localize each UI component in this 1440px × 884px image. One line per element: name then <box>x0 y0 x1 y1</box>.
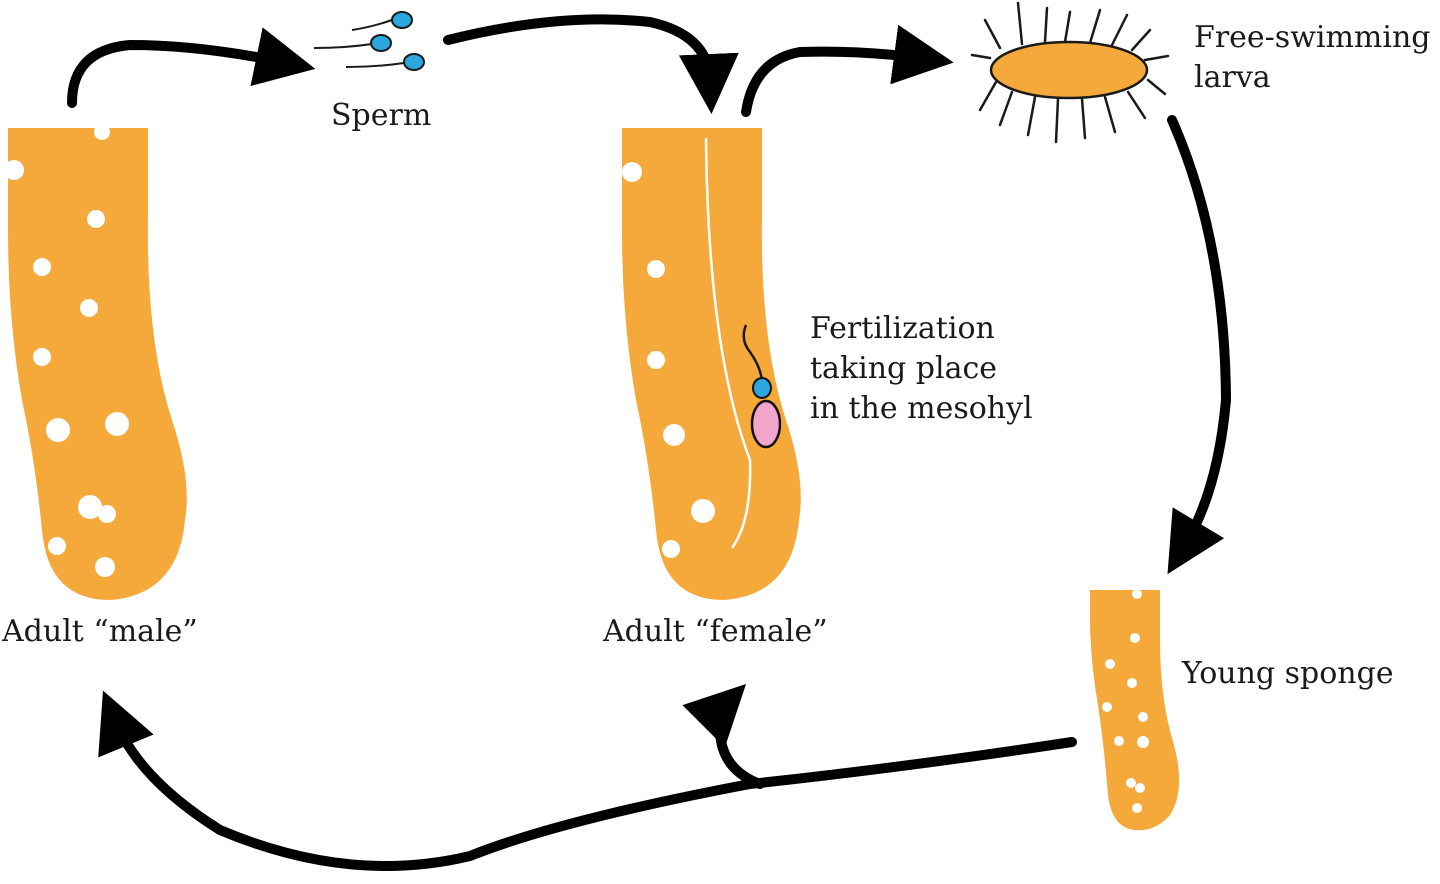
fertilization-label-line1: Fertilization <box>810 311 995 346</box>
young-sponge <box>1090 589 1180 831</box>
larva-cilia <box>970 1 1170 144</box>
arrow-female-to-larva <box>741 24 954 117</box>
sperm-label: Sperm <box>331 98 432 133</box>
male-sponge-pores <box>4 124 129 577</box>
egg-cell <box>750 399 782 449</box>
larva <box>970 1 1170 144</box>
arrow-young-to-male <box>98 690 1077 872</box>
sperm-tail-in-mesohyl <box>742 324 764 381</box>
arrow-young-to-female <box>682 683 765 789</box>
adult-male-label: Adult “male” <box>2 614 198 649</box>
larva-body <box>989 40 1149 100</box>
young-sponge-label: Young sponge <box>1182 656 1394 691</box>
fertilization-detail <box>742 324 782 449</box>
young-sponge-pores <box>1102 589 1149 813</box>
larva-label-line2: larva <box>1194 60 1271 95</box>
adult-male-sponge <box>4 124 187 600</box>
sperm-head-in-mesohyl <box>752 377 772 399</box>
fertilization-label-line2: taking place <box>810 351 998 386</box>
arrow-sperm-to-female <box>443 14 739 114</box>
arrow-larva-to-young-sponge <box>1167 115 1232 575</box>
female-sponge-pores <box>622 162 715 558</box>
fertilization-label-line3: in the mesohyl <box>810 391 1033 426</box>
arrow-male-to-sperm <box>67 27 316 108</box>
female-canal-line <box>704 137 752 549</box>
adult-female-sponge <box>622 128 801 600</box>
adult-female-label: Adult “female” <box>603 614 828 649</box>
sperm-cluster <box>313 11 425 71</box>
larva-label-line1: Free-swimming <box>1194 20 1431 55</box>
